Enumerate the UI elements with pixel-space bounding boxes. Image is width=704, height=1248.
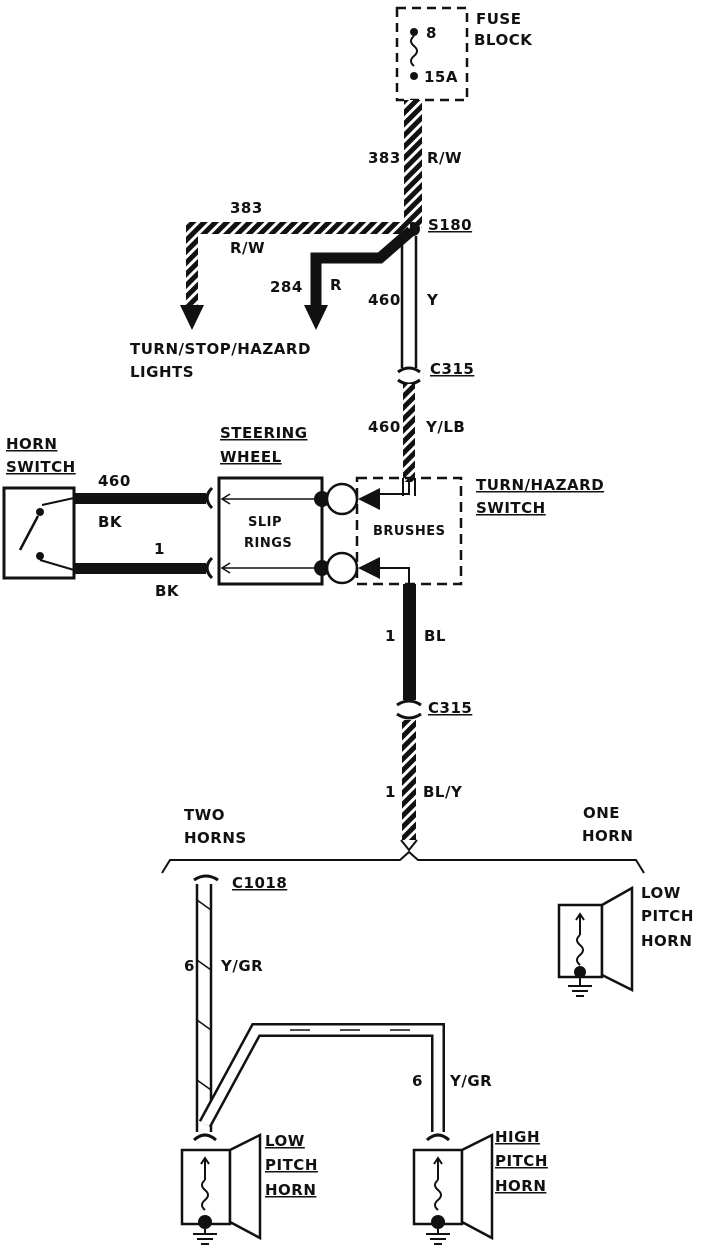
wire-6-right-color: Y/GR	[449, 1072, 492, 1090]
connector-c315-upper	[397, 366, 421, 386]
one-horn-label-2: HORN	[582, 827, 633, 845]
wire-460-ylb-circuit: 460	[368, 418, 401, 436]
c1018-label: C1018	[232, 874, 287, 892]
wire-284-color: R	[330, 276, 342, 294]
wire-1-bl	[403, 584, 416, 700]
steering-wheel-label-2: WHEEL	[220, 448, 282, 466]
wire-383-horiz-color: R/W	[230, 239, 265, 257]
wire-460-y-color: Y	[426, 291, 439, 309]
wire-1-bk-circuit: 1	[154, 540, 165, 558]
wire-383-vert-circuit: 383	[368, 149, 401, 167]
wire-460-ylb-color: Y/LB	[425, 418, 465, 436]
turn-lights-label-1: TURN/STOP/HAZARD	[130, 340, 311, 358]
connector-c315-lower	[396, 699, 422, 720]
wire-6-left-color: Y/GR	[220, 957, 263, 975]
wire-1-bk	[74, 556, 214, 580]
horn-low-label-1: LOW	[265, 1132, 305, 1150]
horn-one-label-2: PITCH	[641, 907, 694, 925]
arrow-284	[304, 305, 328, 330]
wire-6-right-circuit: 6	[412, 1072, 423, 1090]
horn-high-pitch	[412, 1132, 494, 1245]
turn-hazard-label-2: SWITCH	[476, 499, 546, 517]
wire-284-circuit: 284	[270, 278, 303, 296]
wire-1-bl-circuit: 1	[385, 627, 396, 645]
wire-1-bly-color: BL/Y	[423, 783, 463, 801]
wire-460-bk	[74, 486, 214, 510]
slip-ring-lower	[325, 551, 359, 585]
wire-383-vertical	[404, 100, 422, 228]
wire-1-bly-circuit: 1	[385, 783, 396, 801]
two-horns-label-1: TWO	[184, 806, 225, 824]
wire-6-left-circuit: 6	[184, 957, 195, 975]
wire-1-bk-color: BK	[155, 582, 180, 600]
horn-switch-label-2: SWITCH	[6, 458, 76, 476]
slip-rings-box	[217, 476, 330, 586]
two-horns-label-2: HORNS	[184, 829, 247, 847]
turn-lights-label-2: LIGHTS	[130, 363, 194, 381]
wire-383-horiz-circuit: 383	[230, 199, 263, 217]
horn-high-label-3: HORN	[495, 1177, 546, 1195]
one-horn-label-1: ONE	[583, 804, 620, 822]
slip-ring-upper	[325, 482, 359, 516]
arrow-turn-lights	[180, 305, 204, 330]
fuse-block-label-1: FUSE	[476, 10, 521, 28]
horn-switch-label-1: HORN	[6, 435, 57, 453]
option-bracket	[161, 850, 645, 874]
fuse-block: 8 15A	[395, 6, 469, 102]
horn-one-low-pitch	[557, 885, 634, 997]
c315-upper-label: C315	[430, 360, 474, 378]
horn-high-label-2: PITCH	[495, 1152, 548, 1170]
horn-low-pitch	[180, 1132, 262, 1245]
horn-switch	[2, 486, 76, 580]
wire-383-horizontal	[180, 222, 410, 330]
wire-6-right	[198, 1023, 445, 1132]
slip-rings-label-2: RINGS	[244, 536, 292, 551]
wire-1-bly	[400, 720, 418, 852]
wire-460-y	[400, 236, 418, 368]
horn-low-label-2: PITCH	[265, 1156, 318, 1174]
fuse-rating: 15A	[424, 68, 458, 86]
splice-label: S180	[428, 216, 472, 234]
horn-one-label-3: HORN	[641, 932, 692, 950]
steering-wheel-label-1: STEERING	[220, 424, 308, 442]
horn-one-label-1: LOW	[641, 884, 681, 902]
c315-lower-label: C315	[428, 699, 472, 717]
wire-460-bk-circuit: 460	[98, 472, 131, 490]
horn-low-label-3: HORN	[265, 1181, 316, 1199]
wire-460-bk-color: BK	[98, 513, 123, 531]
fuse-number: 8	[426, 24, 437, 42]
connector-c1018	[193, 874, 219, 882]
wire-1-bl-color: BL	[424, 627, 446, 645]
slip-rings-label-1: SLIP	[248, 515, 282, 530]
turn-hazard-label-1: TURN/HAZARD	[476, 476, 604, 494]
wire-460-y-circuit: 460	[368, 291, 401, 309]
brushes-label: BRUSHES	[373, 524, 445, 539]
horn-high-label-1: HIGH	[495, 1128, 540, 1146]
fuse-block-label-2: BLOCK	[474, 31, 533, 49]
wire-6-left	[195, 884, 213, 1132]
wire-284	[304, 226, 415, 330]
wire-383-vert-color: R/W	[427, 149, 462, 167]
